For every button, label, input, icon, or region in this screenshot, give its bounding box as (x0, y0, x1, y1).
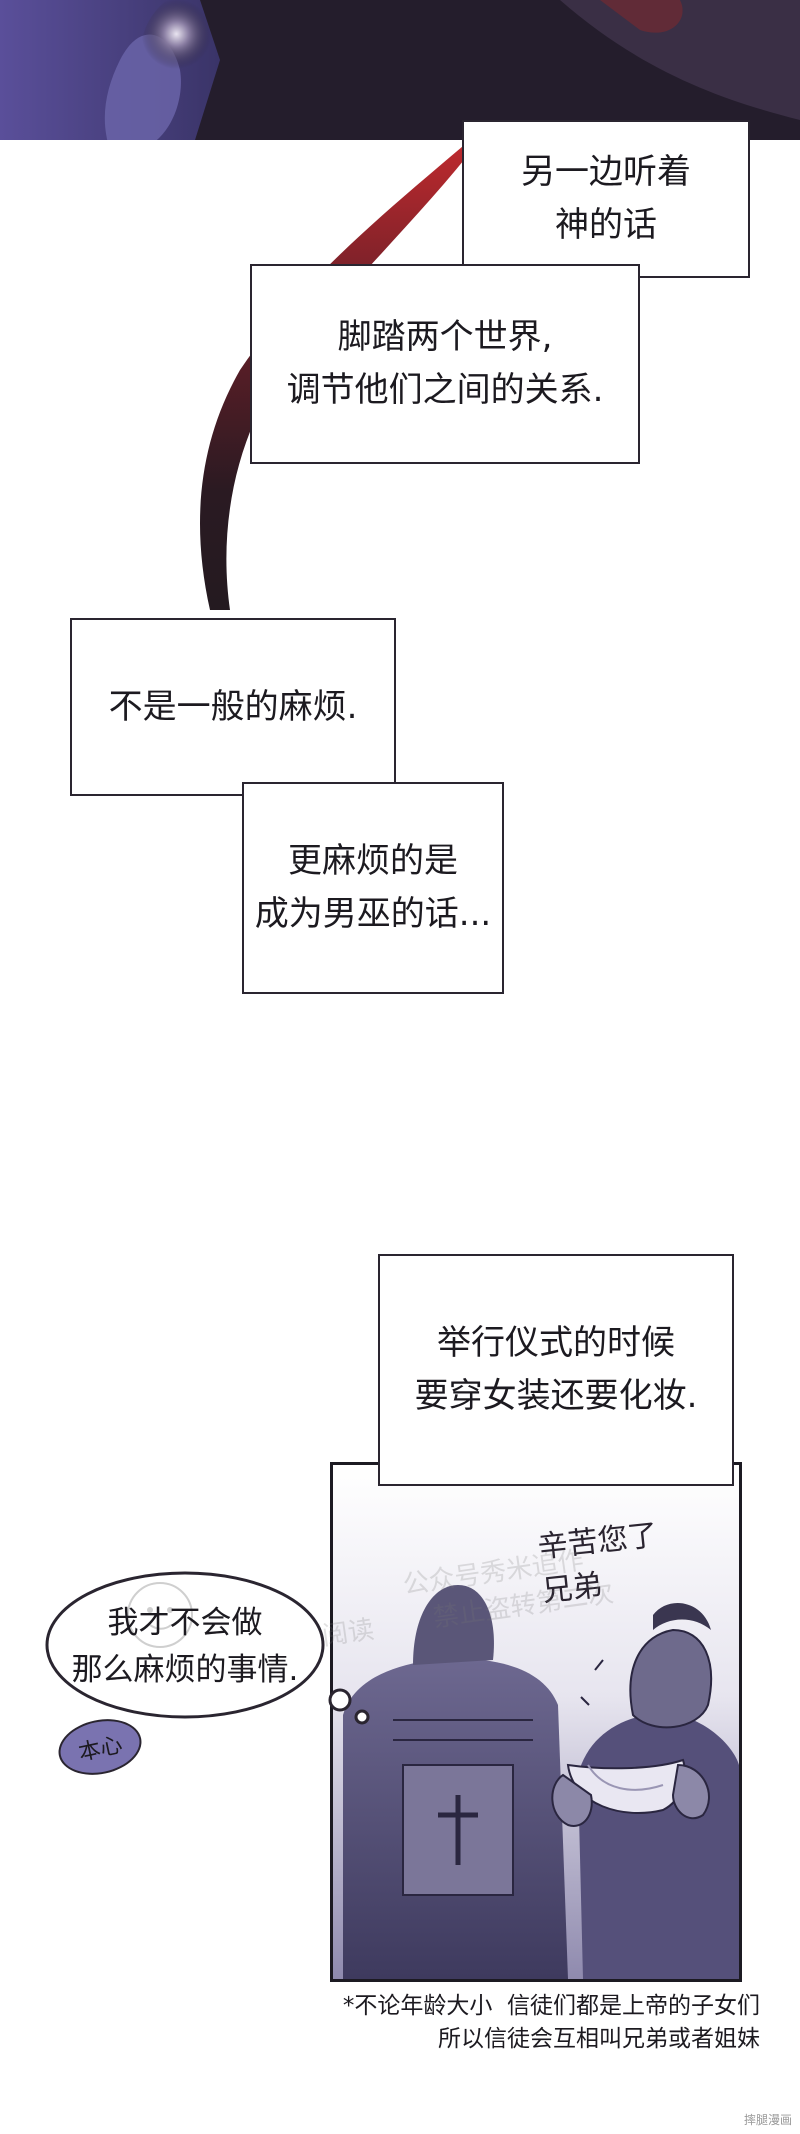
footnote: *不论年龄大小 信徒们都是上帝的子女们 所以信徒会互相叫兄弟或者姐妹 (240, 1990, 760, 2057)
handwritten-dialogue: 辛苦您了 兄弟 (536, 1517, 660, 1609)
caption-text-5: 举行仪式的时候 要穿女装还要化妆. (414, 1323, 698, 1416)
thought-bubble-text: 我才不会做 那么麻烦的事情. (71, 1605, 299, 1688)
corner-watermark: 摔腿漫画 (743, 2113, 792, 2127)
thought-bubble-shape (45, 1571, 370, 1725)
bottom-panel (330, 1462, 742, 1982)
caption-box-3: 不是一般的麻烦. (70, 618, 396, 796)
caption-box-1: 另一边听着 神的话 (462, 120, 750, 278)
caption-box-4: 更麻烦的是 成为男巫的话... (242, 782, 504, 994)
caption-text-1: 另一边听着 神的话 (521, 152, 691, 245)
caption-box-2: 脚踏两个世界, 调节他们之间的关系. (250, 264, 640, 464)
tag-badge-text: 本心 (76, 1732, 125, 1767)
caption-text-3: 不是一般的麻烦. (108, 686, 358, 727)
caption-text-2: 脚踏两个世界, 调节他们之间的关系. (286, 317, 604, 410)
footnote-line-1: *不论年龄大小 信徒们都是上帝的子女们 (342, 1993, 760, 2019)
top-panel-art (0, 0, 800, 150)
footnote-line-2: 所以信徒会互相叫兄弟或者姐妹 (438, 2026, 760, 2053)
bottom-panel-art (333, 1465, 739, 1979)
face-doodle-watermark (127, 1582, 193, 1648)
caption-text-4: 更麻烦的是 成为男巫的话... (254, 841, 492, 934)
top-panel (0, 0, 800, 150)
caption-box-5: 举行仪式的时候 要穿女装还要化妆. (378, 1254, 734, 1486)
